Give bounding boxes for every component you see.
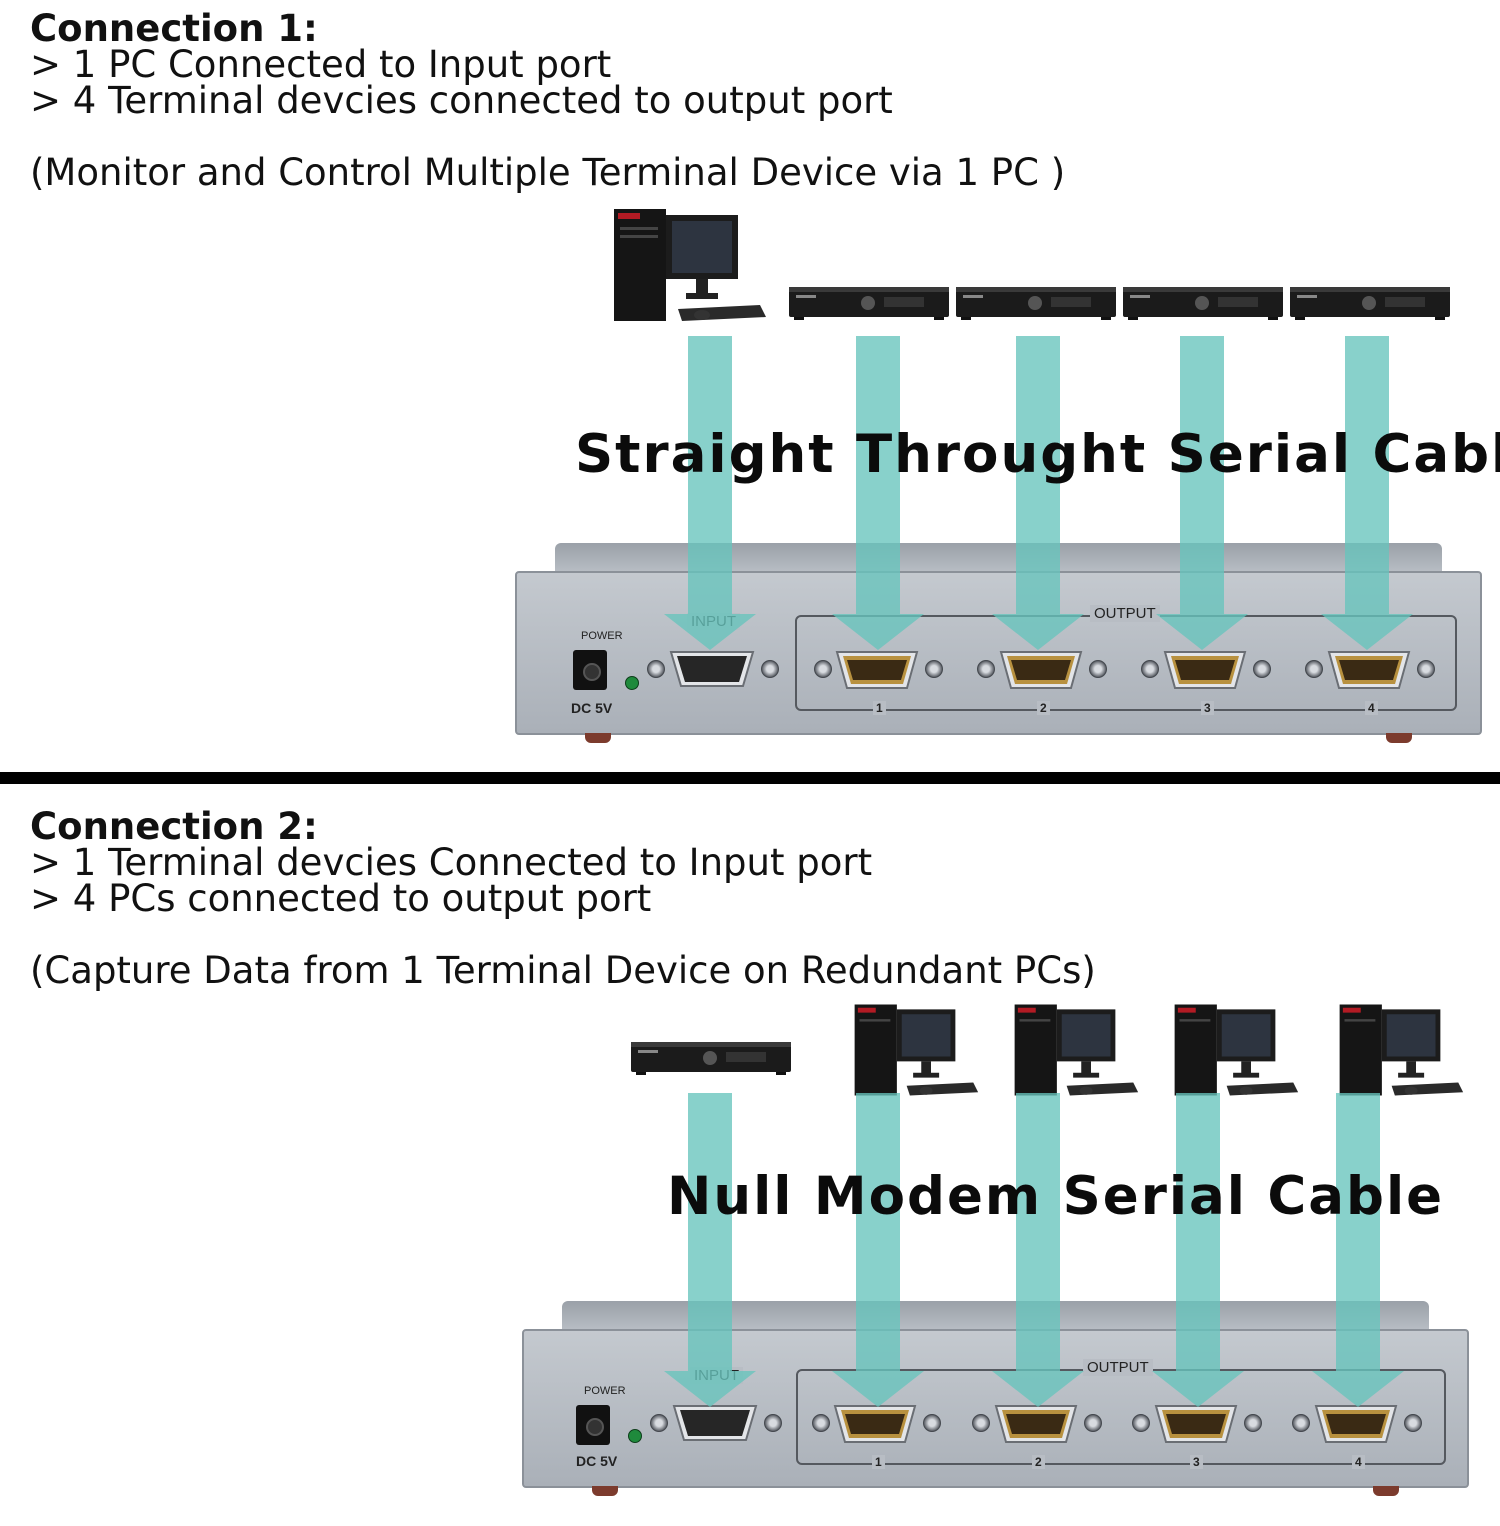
connection-2-heading: Connection 2:	[30, 805, 318, 848]
screw-icon	[812, 1414, 830, 1432]
screw-icon	[1089, 660, 1107, 678]
port-number-1: 1	[873, 701, 886, 715]
screw-icon	[1253, 660, 1271, 678]
connection-2-line-1: > 1 Terminal devcies Connected to Input …	[30, 841, 873, 884]
output-port-3	[1163, 648, 1247, 696]
port-number-2: 2	[1037, 701, 1050, 715]
serial-switch-box: POWER DC 5V INPUT OUTPUT 1 2 3	[522, 1301, 1469, 1496]
power-label: POWER	[584, 1385, 626, 1397]
output-port-4	[1327, 648, 1411, 696]
terminal-device-icon	[955, 283, 1117, 321]
connection-2-line-2: > 4 PCs connected to output port	[30, 877, 652, 920]
connection-1-line-1: > 1 PC Connected to Input port	[30, 43, 612, 86]
connection-1-note: (Monitor and Control Multiple Terminal D…	[30, 151, 1066, 194]
input-port	[670, 1400, 760, 1450]
port-number-3: 3	[1190, 1455, 1203, 1469]
switch-foot	[1386, 733, 1412, 743]
screw-icon	[923, 1414, 941, 1432]
cable-arrow-output-3	[1152, 1093, 1244, 1407]
screw-icon	[814, 660, 832, 678]
switch-foot	[1373, 1486, 1399, 1496]
switch-foot	[592, 1486, 618, 1496]
port-number-3: 3	[1201, 701, 1214, 715]
terminal-device-icon	[788, 283, 950, 321]
screw-icon	[1417, 660, 1435, 678]
screw-icon	[1132, 1414, 1150, 1432]
terminal-device-icon	[1289, 283, 1451, 321]
cable-arrow-output-2	[992, 1093, 1084, 1407]
cable-arrow-output-1	[832, 1093, 924, 1407]
cable-type-title: Null Modem Serial Cable	[667, 1166, 1445, 1227]
cable-type-title: Straight Throught Serial Cable	[575, 424, 1500, 485]
switch-foot	[585, 733, 611, 743]
pc-icon	[1173, 1001, 1303, 1099]
screw-icon	[1292, 1414, 1310, 1432]
cable-arrow-output-2	[992, 336, 1084, 650]
screw-icon	[972, 1414, 990, 1432]
section-divider	[0, 772, 1500, 784]
connection-1-heading: Connection 1:	[30, 7, 318, 50]
cable-arrow-output-1	[832, 336, 924, 650]
screw-icon	[1084, 1414, 1102, 1432]
pc-icon	[853, 1001, 983, 1099]
output-port-2	[999, 648, 1083, 696]
port-number-4: 4	[1365, 701, 1378, 715]
input-port	[667, 646, 757, 696]
cable-arrow-output-4	[1321, 336, 1413, 650]
pc-icon	[1338, 1001, 1468, 1099]
power-led-icon	[628, 1429, 642, 1443]
output-label: OUTPUT	[1090, 605, 1160, 622]
connection-1-line-2: > 4 Terminal devcies connected to output…	[30, 79, 893, 122]
port-number-2: 2	[1032, 1455, 1045, 1469]
screw-icon	[650, 1414, 668, 1432]
port-number-4: 4	[1352, 1455, 1365, 1469]
cable-arrow-input	[664, 336, 756, 650]
output-port-2	[994, 1402, 1078, 1450]
power-label: POWER	[581, 630, 623, 642]
output-port-4	[1314, 1402, 1398, 1450]
connection-2-section: Connection 2: > 1 Terminal devcies Conne…	[0, 787, 1500, 1526]
screw-icon	[1305, 660, 1323, 678]
connection-2-note: (Capture Data from 1 Terminal Device on …	[30, 949, 1096, 992]
cable-arrow-output-4	[1312, 1093, 1404, 1407]
output-port-1	[835, 648, 919, 696]
screw-icon	[925, 660, 943, 678]
cable-arrow-input	[664, 1093, 756, 1407]
dc-label: DC 5V	[571, 700, 613, 716]
power-jack	[576, 1405, 610, 1445]
screw-icon	[1244, 1414, 1262, 1432]
pc-icon	[612, 205, 772, 325]
screw-icon	[647, 660, 665, 678]
connection-1-section: Connection 1: > 1 PC Connected to Input …	[30, 7, 1500, 743]
screw-icon	[761, 660, 779, 678]
terminal-device-icon	[630, 1038, 792, 1076]
screw-icon	[1404, 1414, 1422, 1432]
output-port-3	[1154, 1402, 1238, 1450]
terminal-device-icon	[1122, 283, 1284, 321]
dc-label: DC 5V	[576, 1453, 618, 1469]
screw-icon	[977, 660, 995, 678]
port-number-1: 1	[872, 1455, 885, 1469]
cable-arrow-output-3	[1156, 336, 1248, 650]
output-label: OUTPUT	[1083, 1359, 1153, 1376]
pc-icon	[1013, 1001, 1143, 1099]
screw-icon	[764, 1414, 782, 1432]
power-led-icon	[625, 676, 639, 690]
power-jack	[573, 650, 607, 690]
screw-icon	[1141, 660, 1159, 678]
output-port-1	[833, 1402, 917, 1450]
